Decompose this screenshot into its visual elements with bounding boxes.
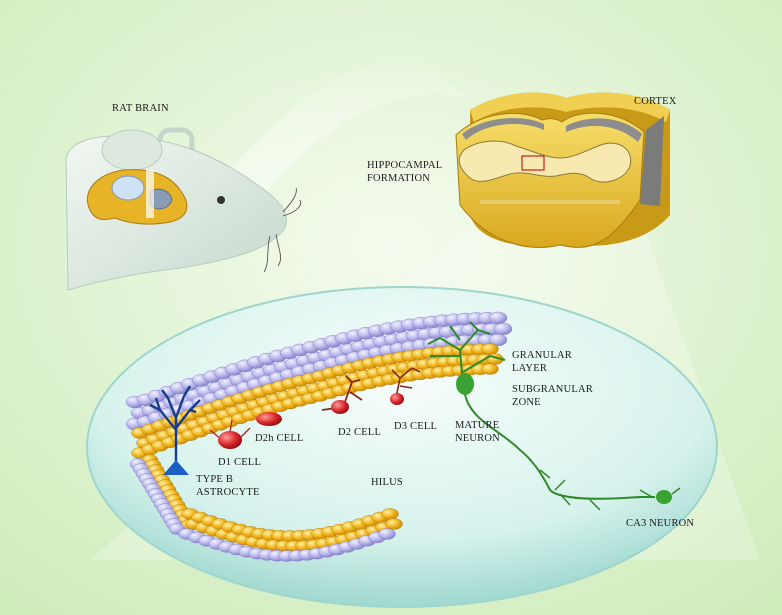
label-cortex: CORTEX — [634, 96, 677, 107]
label-granular-2: LAYER — [512, 363, 548, 374]
neuron-icon — [427, 321, 681, 511]
label-type-b-2: ASTROCYTE — [196, 487, 260, 498]
label-type-b-1: TYPE B — [196, 474, 234, 485]
label-mature-2: NEURON — [455, 433, 500, 444]
coronal-slice-icon — [455, 92, 670, 248]
dentate-gyrus-cells — [125, 311, 513, 562]
granule-cell — [381, 508, 399, 520]
granule-cell — [385, 518, 403, 530]
label-subgranular-1: SUBGRANULAR — [512, 384, 593, 395]
astrocyte-icon — [149, 385, 201, 475]
outer-cell — [488, 311, 508, 325]
granule-cell — [481, 343, 499, 355]
label-d3: D3 CELL — [394, 421, 438, 432]
label-hippocampal-2: FORMATION — [367, 173, 431, 184]
label-ca3: CA3 NEURON — [626, 518, 695, 529]
outer-cell — [378, 528, 396, 540]
label-d2h: D2h CELL — [255, 433, 304, 444]
granule-cell — [481, 363, 499, 375]
label-d1: D1 CELL — [218, 457, 262, 468]
progenitor-cells — [209, 367, 421, 449]
label-hilus: HILUS — [371, 477, 403, 488]
magnify-cone-top — [230, 59, 470, 200]
label-subgranular-2: ZONE — [512, 397, 541, 408]
label-granular-1: GRANULAR — [512, 350, 572, 361]
label-mature-1: MATURE — [455, 420, 500, 431]
label-d2: D2 CELL — [338, 427, 382, 438]
rat-brain-icon — [87, 169, 188, 225]
label-hippocampal-1: HIPPOCAMPAL — [367, 160, 443, 171]
label-rat-brain: RAT BRAIN — [112, 103, 169, 114]
outer-cell — [493, 322, 513, 336]
